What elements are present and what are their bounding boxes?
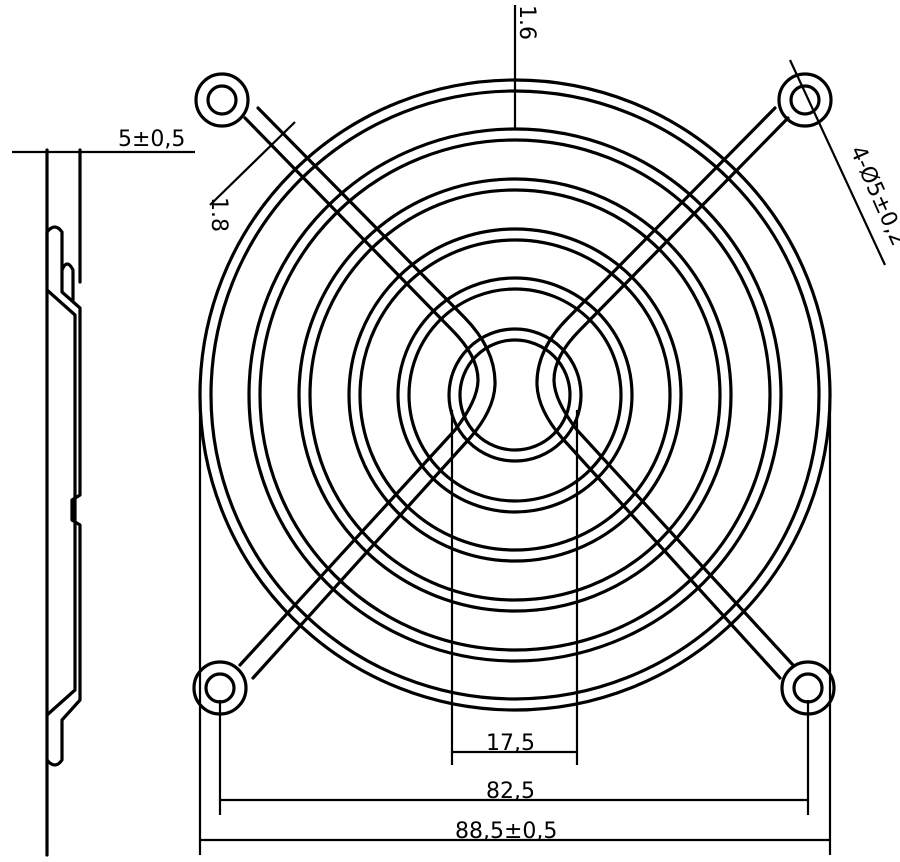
- wire-thickness-label: 1.8: [206, 197, 231, 232]
- ring-9: [407, 287, 623, 503]
- ring-2: [247, 127, 783, 663]
- ring-11: [458, 338, 572, 452]
- concentric-rings: [198, 78, 832, 712]
- wire-top-right-inner: [552, 116, 795, 667]
- wire-top-left: [238, 116, 480, 667]
- hole-spacing-label: 82,5: [486, 779, 535, 804]
- overall-label: 88,5±0,5: [455, 819, 557, 844]
- hole-top-right: [777, 72, 833, 128]
- ring-0: [198, 78, 832, 712]
- ring-5: [308, 188, 722, 602]
- ring-8: [396, 276, 634, 514]
- hole-top-left: [194, 72, 250, 128]
- hub-label: 17,5: [486, 731, 535, 756]
- ring-1: [209, 89, 821, 701]
- cross-wires: [238, 106, 795, 680]
- wire-top-right: [535, 106, 782, 680]
- dimension-lines: [12, 5, 886, 855]
- depth-label: 5±0,5: [118, 127, 185, 152]
- side-view: [45, 148, 82, 857]
- ring-6: [347, 227, 683, 563]
- wire-top-left-inner: [251, 106, 497, 680]
- ring-gap-label: 1.6: [514, 5, 539, 40]
- ring-4: [297, 177, 733, 613]
- ring-7: [358, 238, 672, 552]
- ring-10: [447, 327, 583, 463]
- ring-3: [258, 138, 772, 652]
